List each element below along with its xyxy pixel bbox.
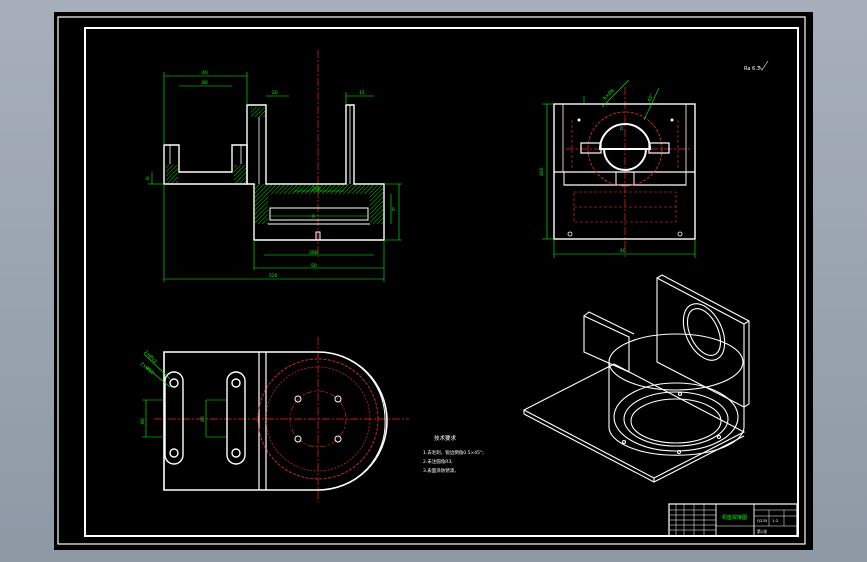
top-flange-red [257,358,379,480]
top-slot-right [226,371,246,465]
isometric-view[interactable] [522,274,750,483]
top-bolt-holes [294,395,342,443]
front-body-hatch-left [254,194,268,224]
tech-req-item-1: 1.去毛刺，锐边倒角0.5×45°; [423,449,484,456]
dim-label-8: R [392,207,395,213]
tech-req-item-3: 3.表面涂防锈漆。 [423,467,459,474]
front-body-hatch-top [254,184,384,194]
side-view-dimension-labels: 6×Ø8 45° D 400 40 [539,87,655,254]
top-view-dimensions [142,353,227,438]
front-body-hatch-right [370,194,384,224]
front-left-bracket-outline [163,144,248,185]
corner-roughness-symbol: Ra 6.3 [744,60,769,72]
drawing-canvas[interactable]: Ra 6.3 [54,12,813,550]
side-hidden-lines [571,120,679,223]
title-block-material: Q235 [757,518,768,523]
tech-req-item-2: 2.未注圆角R3; [423,458,453,465]
side-dim-label-3: 400 [539,167,545,176]
inner-frame-border [84,27,799,537]
title-block-sheet: 第1张 [757,529,767,534]
title-block[interactable]: 机座焊接图 Q235 1:2 第1张 [668,503,798,537]
side-dim-label-4: 40 [620,248,626,254]
iso-base-plate [522,363,746,479]
front-left-hatch-a [166,165,178,183]
tech-req-heading: 技术要求 [434,434,457,442]
front-inner-slot [269,207,369,221]
side-view[interactable]: 6×Ø8 45° D 400 40 [539,79,696,258]
iso-cylinder-front-outer [613,382,739,452]
side-dim-label-0: 6×Ø8 [601,87,615,101]
dim-label-0: 40 [202,70,208,76]
iso-cylinder-body [608,362,745,427]
dim-label-2: 20 [272,90,278,96]
front-view[interactable]: 40 80 20 15 8 R 260 300 R 50 520 [146,50,402,282]
top-dim-label-3: 20 [200,416,206,422]
top-dim-label-2: 80 [140,418,146,424]
title-block-title: 机座焊接图 [722,514,747,521]
dim-label-1: 80 [202,80,208,86]
iso-side-plate [583,315,630,373]
dim-label-7: 300 [309,250,318,256]
technical-requirements: 技术要求 1.去毛刺，锐边倒角0.5×45°; 2.未注圆角R3; 3.表面涂防… [423,434,484,474]
top-bolt-circle [289,390,347,448]
dim-label-5: R [312,214,315,220]
side-flange-outer [587,111,663,187]
top-slot-left [164,371,184,465]
side-dim-label-2: D [620,126,624,132]
top-dim-label-0: 2×Ø12 [143,348,159,364]
dim-label-9: 50 [311,263,317,269]
side-bore [598,123,652,150]
front-left-hatch-b [234,165,246,183]
dim-label-4: 8 [146,176,149,182]
dim-label-3: 15 [359,90,365,96]
front-view-dimension-labels: 40 80 20 15 8 R 260 300 R 50 520 [146,70,395,279]
front-view-dimensions [148,72,402,282]
dim-label-6: 260 [312,186,321,192]
top-view[interactable]: 2×Ø12 2×Ø12 80 20 [139,337,409,502]
side-dim-label-1: 45° [646,93,655,103]
iso-cylinder-top-rim [608,333,744,391]
iso-cylinder-front-inner [623,391,729,447]
cad-drawing: Ra 6.3 [57,16,806,545]
title-block-scale: 1:2 [772,518,779,523]
dim-label-10: 520 [269,273,278,279]
outer-sheet-border [57,16,806,545]
corner-roughness-text: Ra 6.3 [744,66,760,72]
top-outer-outline [163,351,388,491]
side-view-dimensions [542,79,696,258]
